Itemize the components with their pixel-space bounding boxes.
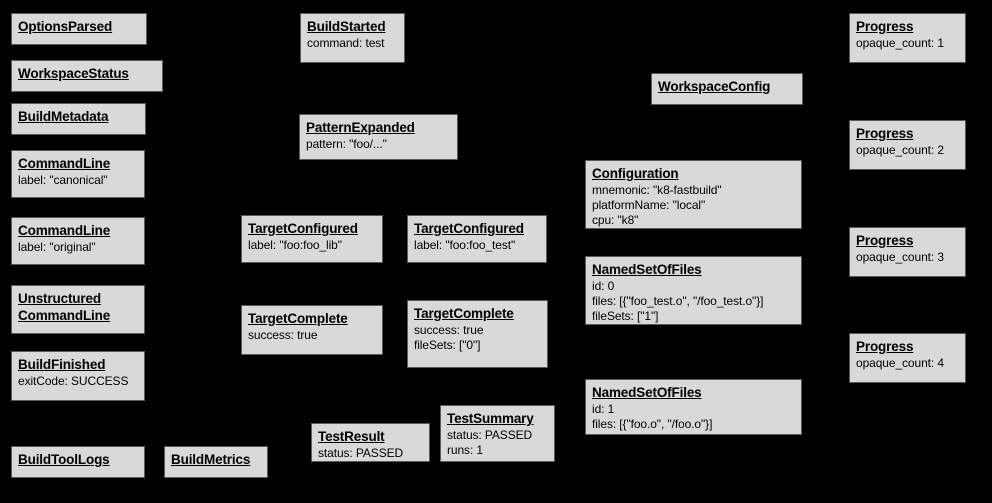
event-node-pattern-expanded[interactable]: PatternExpanded pattern: "foo/..." [299, 114, 458, 160]
event-node-build-finished[interactable]: BuildFinished exitCode: SUCCESS [11, 351, 145, 401]
event-node-field: fileSets: ["0"] [414, 338, 481, 352]
event-node-fields: opaque_count: 4 [856, 356, 960, 371]
event-node-fields: exitCode: SUCCESS [18, 374, 139, 389]
event-node-fields: opaque_count: 1 [856, 36, 960, 51]
event-node-title: TargetConfigured [414, 221, 524, 236]
event-node-fields: opaque_count: 3 [856, 250, 960, 265]
event-node-field: opaque_count: 4 [856, 356, 944, 370]
event-node-title: TestResult [318, 429, 385, 444]
event-node-target-configured-lib[interactable]: TargetConfigured label: "foo:foo_lib" [241, 215, 383, 263]
event-node-workspace-config[interactable]: WorkspaceConfig [651, 73, 803, 105]
event-node-fields: label: "foo:foo_test" [414, 238, 541, 253]
event-node-title: TargetComplete [414, 306, 514, 321]
event-node-title: Progress [856, 126, 914, 141]
event-node-title: Progress [856, 19, 914, 34]
event-node-field: cpu: "k8" [592, 213, 639, 227]
event-node-title: Configuration [592, 166, 679, 181]
event-node-title: BuildStarted [307, 19, 386, 34]
event-node-title: TestSummary [447, 411, 534, 426]
event-node-title: Progress [856, 339, 914, 354]
event-node-fields: pattern: "foo/..." [306, 137, 452, 152]
event-node-field: platformName: "local" [592, 198, 706, 212]
event-node-progress-1[interactable]: Progress opaque_count: 1 [849, 13, 966, 63]
event-node-field: exitCode: SUCCESS [18, 374, 129, 388]
event-node-workspace-status[interactable]: WorkspaceStatus [11, 60, 163, 92]
event-node-field: opaque_count: 3 [856, 250, 944, 264]
event-node-field: opaque_count: 1 [856, 36, 944, 50]
event-node-title: Progress [856, 233, 914, 248]
event-node-title: Unstructured CommandLine [18, 291, 111, 323]
event-node-title: BuildToolLogs [18, 452, 110, 467]
event-node-fields: label: "foo:foo_lib" [248, 238, 377, 253]
event-node-title: NamedSetOfFiles [592, 385, 702, 400]
event-node-field: label: "canonical" [18, 173, 108, 187]
event-node-field: success: true [414, 323, 484, 337]
event-node-test-result[interactable]: TestResult status: PASSED [311, 423, 430, 462]
event-node-build-started[interactable]: BuildStarted command: test [300, 13, 405, 63]
event-node-progress-2[interactable]: Progress opaque_count: 2 [849, 120, 966, 170]
event-node-title: BuildMetrics [171, 452, 251, 467]
event-node-field: opaque_count: 2 [856, 143, 944, 157]
event-node-progress-3[interactable]: Progress opaque_count: 3 [849, 227, 966, 277]
event-node-field: id: 0 [592, 279, 615, 293]
event-node-fields: opaque_count: 2 [856, 143, 960, 158]
event-node-fields: command: test [307, 36, 399, 51]
event-node-target-configured-test[interactable]: TargetConfigured label: "foo:foo_test" [407, 215, 547, 263]
event-node-progress-4[interactable]: Progress opaque_count: 4 [849, 333, 966, 383]
event-node-field: files: [{"foo_test.o", "/foo_test.o"}] [592, 294, 764, 308]
event-node-field: fileSets: ["1"] [592, 309, 659, 323]
event-node-field: runs: 1 [447, 443, 483, 457]
event-node-title: OptionsParsed [18, 19, 113, 34]
event-node-fields: label: "canonical" [18, 173, 139, 188]
event-node-field: pattern: "foo/..." [306, 137, 387, 151]
event-node-field: success: true [248, 328, 318, 342]
event-node-field: mnemonic: "k8-fastbuild" [592, 183, 722, 197]
event-node-options-parsed[interactable]: OptionsParsed [11, 13, 147, 45]
event-node-fields: label: "original" [18, 240, 139, 255]
event-node-title: BuildMetadata [18, 109, 109, 124]
event-node-fields: mnemonic: "k8-fastbuild"platformName: "l… [592, 183, 796, 228]
event-node-title: BuildFinished [18, 357, 106, 372]
event-node-title: NamedSetOfFiles [592, 262, 702, 277]
event-node-command-line-original[interactable]: CommandLine label: "original" [11, 217, 145, 265]
event-node-unstructured-command-line[interactable]: Unstructured CommandLine [11, 285, 145, 334]
event-node-build-metadata[interactable]: BuildMetadata [11, 103, 146, 135]
event-node-field: id: 1 [592, 402, 615, 416]
event-node-field: label: "foo:foo_test" [414, 238, 516, 252]
event-node-build-metrics[interactable]: BuildMetrics [164, 446, 268, 478]
event-node-command-line-canonical[interactable]: CommandLine label: "canonical" [11, 150, 145, 198]
event-node-title: TargetConfigured [248, 221, 358, 236]
event-node-title: TargetComplete [248, 311, 348, 326]
event-node-field: command: test [307, 36, 385, 50]
event-node-title: PatternExpanded [306, 120, 415, 135]
event-node-field: label: "original" [18, 240, 96, 254]
event-node-target-complete-lib[interactable]: TargetComplete success: true [241, 305, 383, 355]
event-node-configuration[interactable]: Configuration mnemonic: "k8-fastbuild"pla… [585, 160, 802, 229]
event-node-title: CommandLine [18, 223, 111, 238]
event-node-field: files: [{"foo.o", "/foo.o"}] [592, 417, 713, 431]
event-node-build-tool-logs[interactable]: BuildToolLogs [11, 446, 145, 478]
event-node-field: label: "foo:foo_lib" [248, 238, 342, 252]
event-node-fields: status: PASSED [318, 446, 424, 461]
event-node-fields: success: true [248, 328, 377, 343]
event-node-title: WorkspaceConfig [658, 79, 771, 94]
event-node-title: CommandLine [18, 156, 111, 171]
event-node-title: WorkspaceStatus [18, 66, 129, 81]
event-node-field: status: PASSED [447, 428, 533, 442]
event-node-field: status: PASSED [318, 446, 404, 460]
